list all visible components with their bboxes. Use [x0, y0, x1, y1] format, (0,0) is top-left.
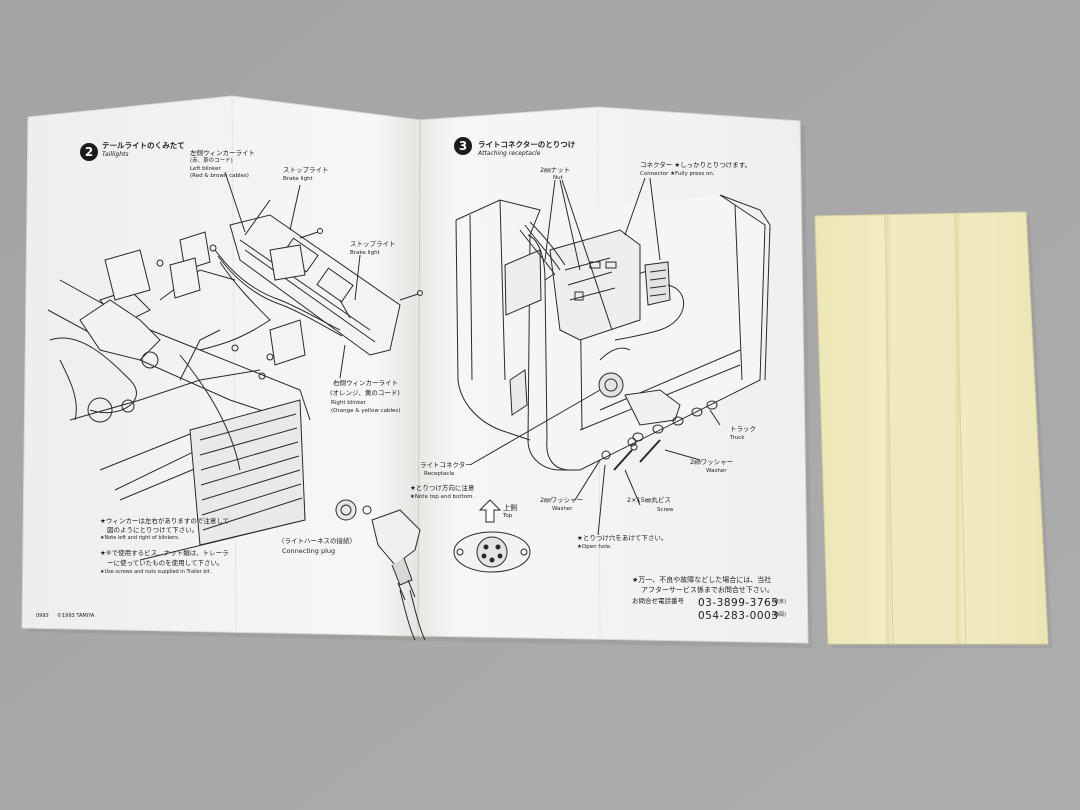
receptacle-label: ライトコネクター [420, 461, 472, 469]
blinker-note: ★ウィンカーは左右がありますので注意して [100, 517, 230, 525]
brake-light-label-1-en: Brake light [283, 176, 313, 182]
nut-label: 2㎜ナット [540, 166, 571, 174]
screws-note-en: ★Use screws and nuts supplied in Trailer… [100, 569, 212, 575]
blinker-note-en: ★Note left and right of blinkers. [100, 535, 180, 541]
right-blinker-label: 右側ウィンカーライト [333, 379, 398, 387]
screws-note: ★⑥で使用するビス、ナット類は、トレーラ [100, 549, 229, 557]
footer-copyright: ©1993 TAMIYA [57, 613, 95, 619]
brake-light-label-2: ストップライト [350, 240, 396, 248]
right-blinker-label-cable-color: (オレンジ、黄のコード) [330, 389, 400, 397]
left-blinker-label: 左側ウィンカーライト [190, 149, 255, 157]
connecting-plug-label: 〈ライトハーネスの接続〉 [278, 537, 356, 545]
nut-label-en: Nut [553, 175, 563, 181]
connector-label-en: Connector ★Fully press on. [640, 171, 715, 177]
phone-tokyo-area: (東京) [772, 599, 786, 605]
left-blinker-label-en: Left blinker [190, 166, 221, 172]
washer-label-right: 2㎜ワッシャー [690, 458, 734, 466]
left-blinker-label-cable-color: (赤、茶のコード) [190, 158, 233, 164]
washer-label-left: 2㎜ワッシャー [540, 496, 584, 504]
right-blinker-label-en-cables: (Orange & yellow cables) [331, 408, 401, 414]
screws-note-line2: ーに使っていたものを使用して下さい。 [107, 559, 224, 567]
phone-shizuoka: 054-283-0003 [698, 610, 779, 622]
open-hole-note: ★とりつけ穴をあけて下さい。 [577, 534, 668, 542]
phone-shizuoka-area: (静岡) [772, 612, 786, 618]
step-2-number: 2 [80, 143, 98, 161]
step-2-title: テールライトのくみたて [102, 141, 185, 150]
folded-note-paper [814, 211, 1049, 645]
top-bottom-note-en: ★Note top and bottom. [410, 494, 475, 500]
service-warning-line2: アフターサービス係までお問合せ下さい。 [641, 586, 774, 594]
service-warning: ★万一、不良や故障などした場合には、当社 [632, 576, 772, 584]
connecting-plug-label-en: Connecting plug [282, 547, 336, 555]
top-label: 上側 [503, 504, 517, 512]
phone-tokyo: 03-3899-3765 [698, 597, 779, 609]
brake-light-label-1: ストップライト [283, 166, 329, 174]
footer-code: 0993 [36, 613, 49, 619]
blinker-note-line2: 図のようにとりつけて下さい。 [107, 526, 199, 534]
phone-label: お問合せ電話番号 [632, 597, 684, 605]
brake-light-label-2-en: Brake light [350, 250, 380, 256]
receptacle-label-en: Receptacle [424, 471, 455, 477]
right-blinker-label-en: Right blinker [331, 400, 366, 406]
top-bottom-note: ★とりつけ方向に注意 [410, 484, 475, 492]
screw-label-en: Screw [657, 507, 674, 513]
top-label-en: Top [503, 513, 513, 519]
step-3-number: 3 [454, 137, 472, 155]
step-2-title-en: Taillights [102, 151, 129, 158]
connector-label: コネクター ★しっかりとりつけます。 [640, 161, 752, 169]
screw-label: 2×15㎜丸ビス [627, 496, 671, 504]
truck-label-en: Truck [730, 435, 745, 441]
washer-label-left-en: Washer [552, 506, 573, 512]
washer-label-right-en: Washer [706, 468, 727, 474]
truck-label: トラック [730, 425, 756, 433]
step-3-title-en: Attaching receptacle [478, 150, 541, 157]
left-blinker-label-en-cables: (Red & brown cables) [190, 173, 249, 179]
step-3-title: ライトコネクターのとりつけ [478, 140, 576, 149]
open-hole-note-en: ★Open hole. [577, 544, 612, 550]
